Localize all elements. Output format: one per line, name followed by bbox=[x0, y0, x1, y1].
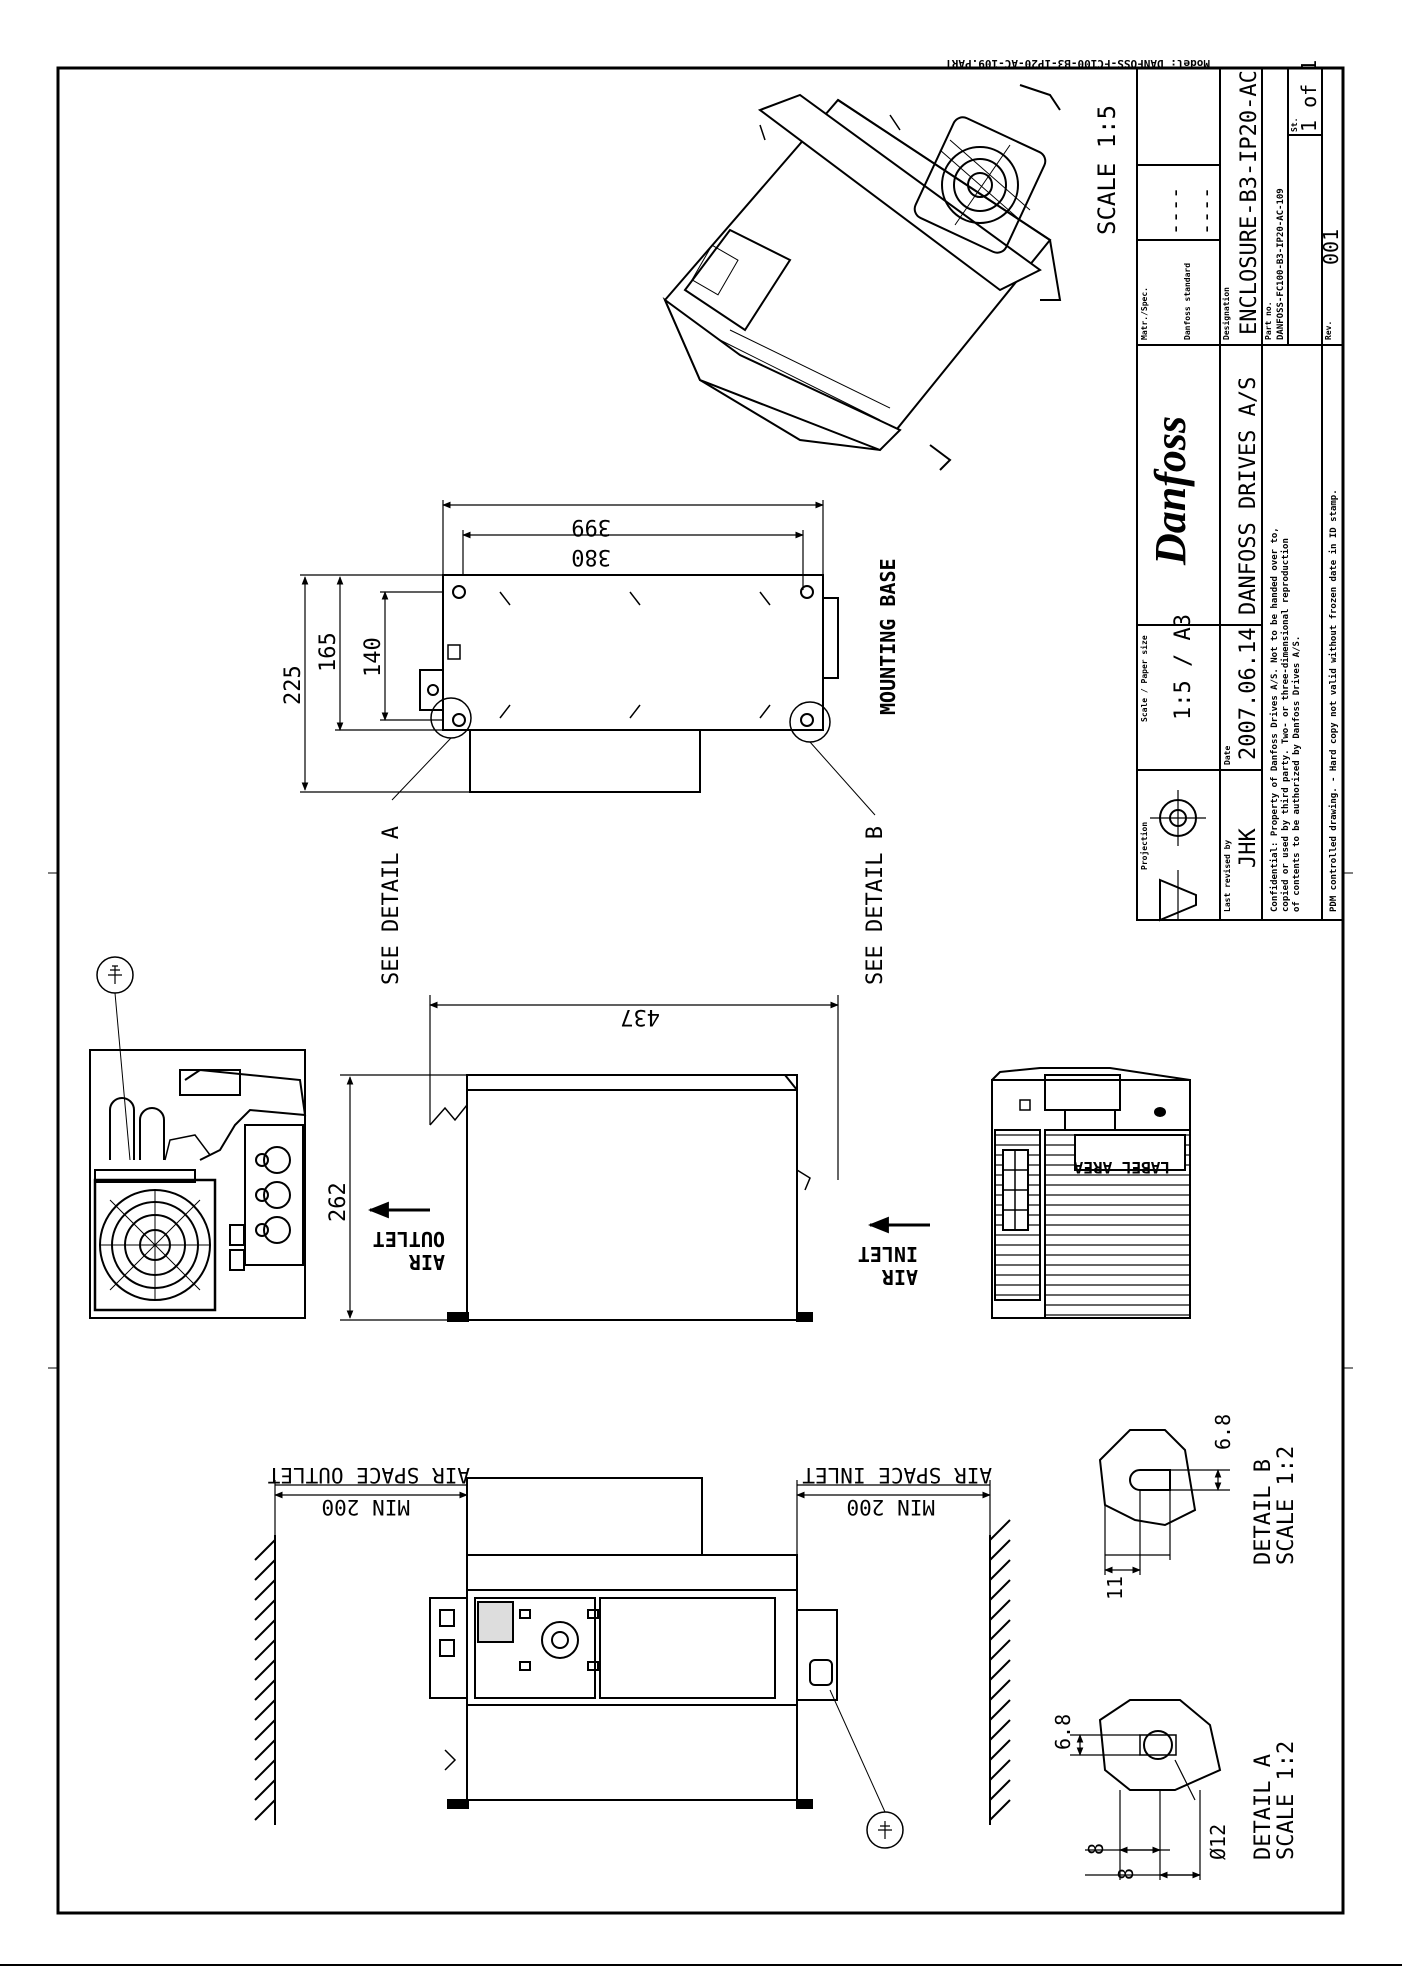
scale-size-label: Scale / Paper size bbox=[1139, 635, 1149, 722]
projection-label: Projection bbox=[1139, 822, 1149, 870]
designation-label: Designation bbox=[1221, 287, 1231, 340]
company-name: DANFOSS DRIVES A/S bbox=[1236, 377, 1261, 615]
rev-label: Rev. bbox=[1324, 321, 1333, 340]
last-revised-label: Last revised by bbox=[1222, 840, 1232, 912]
air-inlet-line1: AIR bbox=[881, 1265, 918, 1289]
air-space-outlet: AIR SPACE OUTLET bbox=[267, 1463, 470, 1487]
date-value: 2007.06.14 bbox=[1236, 628, 1261, 760]
detail-b-scale: SCALE 1:2 bbox=[1274, 1446, 1299, 1565]
part-no-label: Part no. bbox=[1264, 301, 1273, 340]
danfoss-logo: Danfoss bbox=[1146, 416, 1195, 566]
side-view-dimensions bbox=[340, 995, 839, 1321]
detail-b-dim-11: 11 bbox=[1103, 1576, 1127, 1600]
mounting-base-view bbox=[391, 574, 876, 816]
dim-262: 262 bbox=[326, 1182, 351, 1222]
mounting-base-dimensions bbox=[300, 500, 824, 793]
isometric-view bbox=[662, 84, 1062, 471]
dim-165: 165 bbox=[316, 632, 341, 672]
air-inlet-line2: INLET bbox=[858, 1242, 918, 1266]
dim-140: 140 bbox=[361, 637, 386, 677]
scale-label: SCALE 1:5 bbox=[1093, 105, 1121, 235]
model-line: Model: DANFOSS-FC100-B3-IP20-AC-109.PART bbox=[945, 57, 1210, 70]
min-200-inlet: MIN 200 bbox=[846, 1495, 935, 1519]
side-view bbox=[429, 1074, 813, 1322]
last-revised-value: JHK bbox=[1236, 828, 1261, 868]
detail-b-dimensions bbox=[1104, 1469, 1230, 1575]
detail-a-view bbox=[1098, 1699, 1222, 1791]
air-outlet-line1: AIR bbox=[408, 1250, 445, 1274]
danfoss-std-label: Danfoss standard bbox=[1183, 263, 1192, 340]
fan-end-view bbox=[89, 956, 307, 1319]
label-area: LABEL AREA bbox=[1073, 1158, 1170, 1177]
dim-225: 225 bbox=[281, 665, 306, 705]
detail-b-view bbox=[1098, 1429, 1197, 1527]
detail-a-dimensions bbox=[1070, 1734, 1201, 1880]
dim-437: 437 bbox=[620, 1004, 660, 1029]
detail-a-dim-dia12: Ø12 bbox=[1206, 1824, 1230, 1860]
confidential-line-3: of contents to be authorized by Danfoss … bbox=[1291, 636, 1302, 912]
air-space-inlet: AIR SPACE INLET bbox=[802, 1463, 992, 1487]
detail-b-title: DETAIL B bbox=[1251, 1459, 1276, 1565]
sheet-label: St. bbox=[1290, 118, 1299, 132]
part-no-value: DANFOSS-FC100-B3-IP20-AC-109 bbox=[1276, 188, 1286, 340]
detail-a-dim-6-8: 6.8 bbox=[1051, 1714, 1075, 1750]
see-detail-b: SEE DETAIL B bbox=[863, 826, 888, 985]
front-view bbox=[429, 1477, 904, 1849]
scale-size-value: 1:5 / A3 bbox=[1171, 614, 1196, 720]
detail-a-dim-8b: 8 bbox=[1114, 1868, 1138, 1880]
matr-value: ---- bbox=[1163, 187, 1187, 235]
detail-b-dim-6-8: 6.8 bbox=[1211, 1414, 1235, 1450]
min-200-outlet: MIN 200 bbox=[321, 1495, 410, 1519]
detail-a-title: DETAIL A bbox=[1251, 1754, 1276, 1860]
see-detail-a: SEE DETAIL A bbox=[379, 826, 404, 985]
matr-label: Matr./Spec. bbox=[1140, 287, 1149, 340]
title-block bbox=[1136, 67, 1344, 922]
wall-outlet bbox=[254, 1535, 276, 1825]
wall-inlet bbox=[989, 1519, 1011, 1825]
drawing-border bbox=[56, 66, 1345, 1915]
label-end-view bbox=[991, 1067, 1191, 1319]
rev-value: 001 bbox=[1319, 229, 1343, 265]
dim-399: 399 bbox=[571, 514, 611, 539]
sheet-value: 1 of 1 bbox=[1297, 60, 1321, 132]
detail-a-dim-8a: 8 bbox=[1084, 1843, 1108, 1855]
mounting-base-label: MOUNTING BASE bbox=[876, 558, 900, 715]
front-view-dimensions bbox=[274, 1480, 991, 1555]
detail-a-scale: SCALE 1:2 bbox=[1274, 1741, 1299, 1860]
confidential-line-2: copied or used by third party. Two- or t… bbox=[1280, 538, 1291, 912]
date-label: Date bbox=[1223, 746, 1232, 765]
pdm-note: PDM controlled drawing. - Hard copy not … bbox=[1328, 489, 1339, 912]
confidential-line-1: Confidential: Property of Danfoss Drives… bbox=[1269, 527, 1280, 912]
designation-value: ENCLOSURE-B3-IP20-AC bbox=[1237, 70, 1262, 335]
danfoss-logo-text: Danfoss bbox=[1146, 416, 1195, 566]
dim-380: 380 bbox=[571, 544, 611, 569]
danfoss-std-value: ---- bbox=[1194, 187, 1218, 235]
air-outlet-line2: OUTLET bbox=[373, 1227, 445, 1251]
